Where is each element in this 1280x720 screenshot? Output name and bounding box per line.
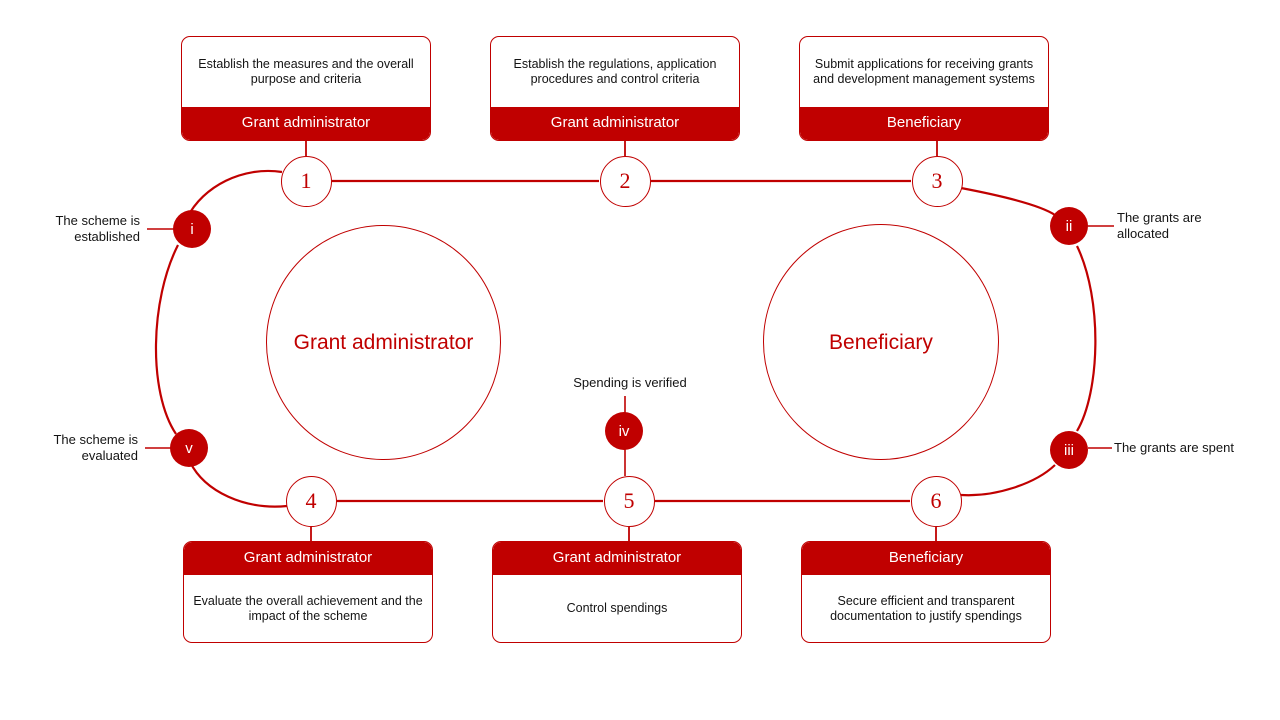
step-node-1-number: 1 xyxy=(300,168,312,193)
step-node-6[interactable]: 6 xyxy=(910,475,962,527)
process-box-3[interactable]: Submit applications for receiving grants… xyxy=(799,36,1049,141)
milestone-badge-iv[interactable]: iv xyxy=(605,412,643,450)
step-node-1[interactable]: 1 xyxy=(280,155,332,207)
process-box-6-description: Secure efficient and transparent documen… xyxy=(830,593,1022,623)
milestone-caption-ii: The grants are allocated xyxy=(1117,210,1202,241)
milestone-caption-iii: The grants are spent xyxy=(1114,440,1234,455)
process-box-5-description: Control spendings xyxy=(566,601,668,615)
milestone-badge-iv-numeral: iv xyxy=(618,422,630,440)
step-node-5[interactable]: 5 xyxy=(603,475,655,527)
arc-1-to-i xyxy=(186,169,283,219)
process-box-3-actor: Beneficiary xyxy=(800,107,1048,140)
arc-ii-to-iii xyxy=(1076,245,1097,432)
step-node-3[interactable]: 3 xyxy=(911,155,963,207)
process-box-1[interactable]: Establish the measures and the overall p… xyxy=(181,36,431,141)
process-box-5[interactable]: Grant administrator Control spendings xyxy=(492,541,742,643)
role-circle-grant-administrator-label: Grant administrator xyxy=(293,331,474,354)
step-node-5-number: 5 xyxy=(623,488,635,513)
process-box-4[interactable]: Grant administrator Evaluate the overall… xyxy=(183,541,433,643)
process-box-4-description: Evaluate the overall achievement and the… xyxy=(193,593,423,623)
milestone-caption-i: The scheme is established xyxy=(55,213,140,244)
milestone-caption-iv: Spending is verified xyxy=(573,375,687,390)
step-node-6-number: 6 xyxy=(930,488,942,513)
milestone-badge-i-numeral: i xyxy=(190,220,194,238)
step-node-3-number: 3 xyxy=(931,168,943,193)
role-circle-beneficiary: Beneficiary xyxy=(763,224,999,460)
arc-v-to-4 xyxy=(189,461,288,508)
process-box-5-actor: Grant administrator xyxy=(493,542,741,575)
milestone-badge-ii[interactable]: ii xyxy=(1050,207,1088,245)
process-box-2[interactable]: Establish the regulations, application p… xyxy=(490,36,740,141)
process-box-3-description: Submit applications for receiving grants… xyxy=(813,57,1035,86)
step-node-2[interactable]: 2 xyxy=(599,155,651,207)
role-circle-grant-administrator: Grant administrator xyxy=(266,225,501,460)
arc-iii-to-6 xyxy=(960,464,1056,497)
process-box-6-actor: Beneficiary xyxy=(802,542,1050,575)
arc-3-to-ii xyxy=(960,186,1056,216)
milestone-badge-iii-numeral: iii xyxy=(1064,441,1074,459)
process-box-2-description: Establish the regulations, application p… xyxy=(513,57,717,86)
step-node-4-number: 4 xyxy=(305,488,317,513)
arc-i-to-v xyxy=(154,244,179,435)
milestone-badge-ii-numeral: ii xyxy=(1065,217,1073,235)
step-node-2-number: 2 xyxy=(619,168,631,193)
process-box-6[interactable]: Beneficiary Secure efficient and transpa… xyxy=(801,541,1051,643)
role-circle-beneficiary-label: Beneficiary xyxy=(829,330,933,354)
milestone-badge-i[interactable]: i xyxy=(173,210,211,248)
milestone-caption-v: The scheme is evaluated xyxy=(53,432,138,463)
milestone-badge-v[interactable]: v xyxy=(170,429,208,467)
process-box-4-actor: Grant administrator xyxy=(184,542,432,575)
milestone-badge-iii[interactable]: iii xyxy=(1050,431,1088,469)
process-box-1-actor: Grant administrator xyxy=(182,107,430,140)
process-box-2-actor: Grant administrator xyxy=(491,107,739,140)
milestone-badge-v-numeral: v xyxy=(185,439,193,457)
process-box-1-description: Establish the measures and the overall p… xyxy=(198,57,414,86)
step-node-4[interactable]: 4 xyxy=(285,475,337,527)
